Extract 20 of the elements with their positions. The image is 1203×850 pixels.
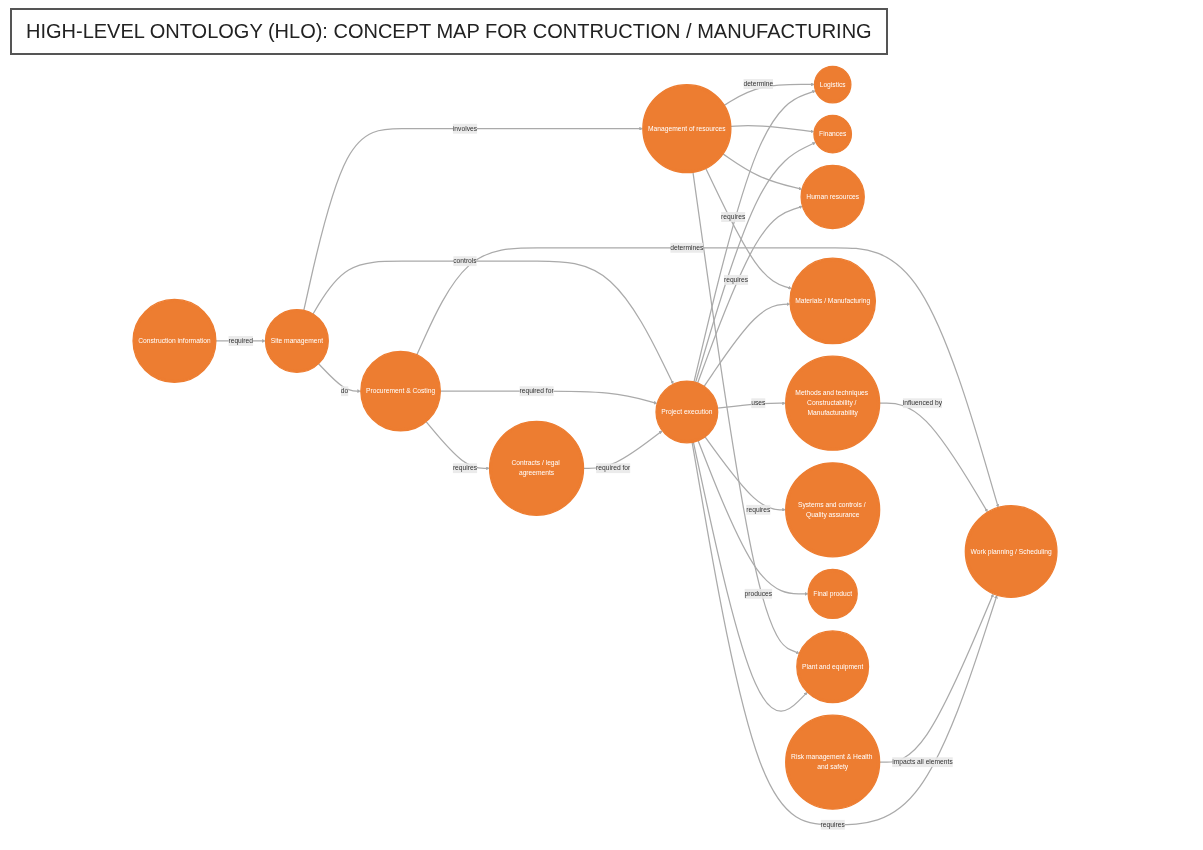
arrow	[730, 125, 815, 134]
arrow	[416, 247, 1000, 508]
arrow	[317, 363, 361, 393]
arrow	[692, 171, 800, 654]
arrow	[692, 441, 808, 712]
arrow	[704, 436, 786, 512]
arrow	[693, 90, 816, 383]
arrow	[425, 421, 490, 471]
arrow	[705, 167, 792, 290]
arrow	[879, 402, 988, 513]
arrow	[722, 153, 803, 191]
arrow	[697, 440, 809, 596]
arrow	[303, 126, 643, 311]
arrow	[691, 441, 998, 826]
arrow	[697, 205, 803, 384]
arrow	[694, 142, 816, 383]
diagram-title: HIGH-LEVEL ONTOLOGY (HLO): CONCEPT MAP FOR CONTRUCTION / MANUFACTURING	[10, 8, 888, 55]
arrow	[312, 260, 674, 385]
arrow	[879, 593, 994, 763]
arrow	[703, 302, 791, 388]
